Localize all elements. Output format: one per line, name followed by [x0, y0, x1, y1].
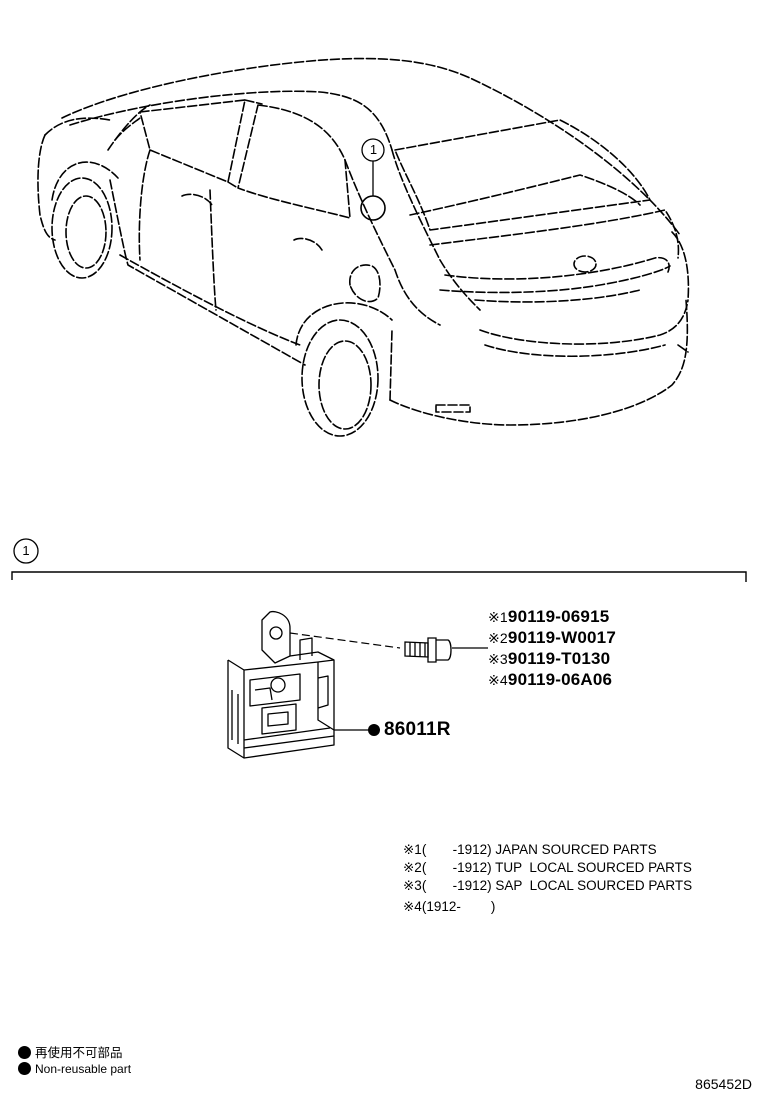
car-rear-view-illustration [37, 57, 690, 437]
legend-english-text: Non-reusable part [35, 1062, 132, 1076]
note-range: ( -1912) [421, 860, 492, 875]
part-number: 90119-T0130 [507, 649, 611, 668]
part-marker: ※1 [488, 609, 508, 625]
part-number-row-4: ※490119-06A06 [488, 670, 612, 690]
part-number-row-2: ※290119-W0017 [488, 628, 616, 648]
note-text: JAPAN SOURCED PARTS [495, 842, 657, 857]
note-row-3: ※3( -1912) SAP LOCAL SOURCED PARTS [403, 878, 692, 894]
note-marker: ※2 [403, 860, 422, 875]
note-text: SAP LOCAL SOURCED PARTS [495, 878, 693, 893]
part-marker: ※3 [488, 651, 508, 667]
note-range: ( -1912) [421, 842, 492, 857]
note-row-2: ※2( -1912) TUP LOCAL SOURCED PARTS [403, 860, 692, 876]
note-marker: ※3 [403, 878, 422, 893]
part-marker: ※2 [488, 630, 508, 646]
non-reusable-dot-icon [18, 1062, 31, 1075]
part-number-row-3: ※390119-T0130 [488, 649, 610, 669]
main-part-number: 86011R [384, 719, 451, 740]
section-number: 1 [22, 543, 30, 558]
part-number-row-1: ※190119-06915 [488, 607, 609, 627]
note-row-4: ※4(1912- ) [403, 899, 499, 915]
part-number: 90119-W0017 [507, 628, 616, 647]
part-number: 90119-06A06 [507, 670, 613, 689]
drawing-id: 865452D [695, 1076, 752, 1092]
note-range: (1912- ) [421, 899, 496, 914]
legend-japanese-text: 再使用不可部品 [35, 1045, 123, 1060]
part-marker: ※4 [488, 672, 508, 688]
note-marker: ※1 [403, 842, 422, 857]
note-marker: ※4 [403, 899, 422, 914]
legend-japanese: 再使用不可部品 [18, 1042, 123, 1061]
callout-number: 1 [369, 142, 378, 157]
legend-english: Non-reusable part [18, 1062, 131, 1076]
relay-bracket-illustration [227, 610, 488, 759]
note-range: ( -1912) [421, 878, 492, 893]
note-row-1: ※1( -1912) JAPAN SOURCED PARTS [403, 842, 657, 858]
part-number: 90119-06915 [507, 607, 610, 626]
non-reusable-dot-icon [18, 1046, 31, 1059]
note-text: TUP LOCAL SOURCED PARTS [495, 860, 692, 875]
section-bracket [11, 538, 747, 582]
